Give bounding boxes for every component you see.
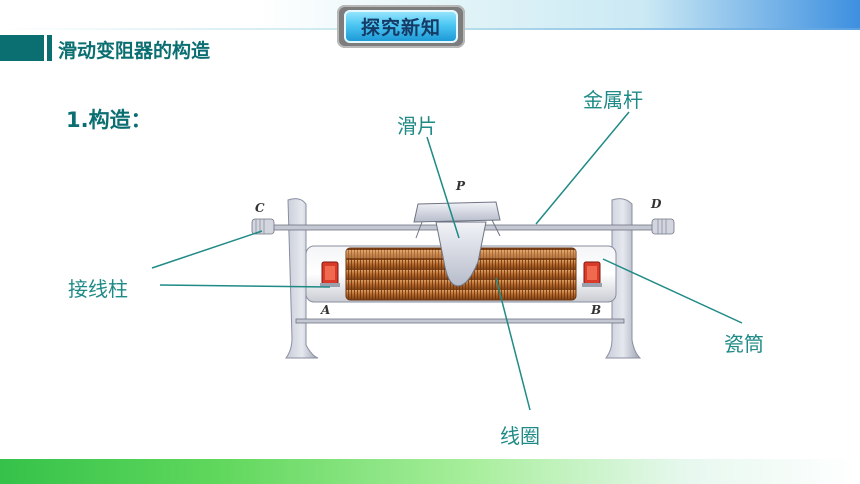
letter-p: P bbox=[455, 179, 466, 193]
terminal-a bbox=[320, 261, 340, 287]
label-metal-rod: 金属杆 bbox=[583, 88, 643, 112]
porcelain-tube-leader-line bbox=[602, 258, 743, 324]
terminal-d bbox=[651, 218, 675, 235]
label-terminal: 接线柱 bbox=[68, 277, 128, 301]
section-title: 滑动变阻器的构造 bbox=[58, 40, 211, 62]
right-stand bbox=[605, 198, 642, 359]
terminal-c-leader-line bbox=[151, 230, 263, 269]
topic-badge-inner: 探究新知 bbox=[344, 10, 458, 43]
bottom-rod bbox=[295, 318, 625, 324]
topic-badge: 探究新知 bbox=[337, 5, 465, 48]
terminal-c bbox=[251, 218, 275, 235]
terminal-leader-line bbox=[159, 284, 331, 288]
label-coil: 线圈 bbox=[500, 424, 540, 448]
section-marker bbox=[0, 35, 44, 61]
left-stand bbox=[285, 198, 319, 359]
coil-leader-line bbox=[495, 277, 531, 411]
slider bbox=[413, 201, 501, 287]
metal-rod-leader-line bbox=[535, 111, 630, 225]
label-porcelain-tube: 瓷筒 bbox=[724, 332, 764, 356]
slider-leader-line bbox=[426, 136, 460, 239]
letter-b: B bbox=[590, 303, 601, 317]
letter-d: D bbox=[650, 197, 662, 211]
construction-heading: 1.构造： bbox=[66, 108, 152, 132]
section-marker-accent bbox=[47, 35, 52, 61]
terminal-b bbox=[582, 261, 602, 287]
letter-c: C bbox=[255, 201, 265, 215]
label-slider: 滑片 bbox=[397, 114, 437, 138]
letter-a: A bbox=[320, 303, 330, 317]
topic-badge-label: 探究新知 bbox=[360, 17, 441, 39]
bottom-banner bbox=[0, 459, 860, 484]
